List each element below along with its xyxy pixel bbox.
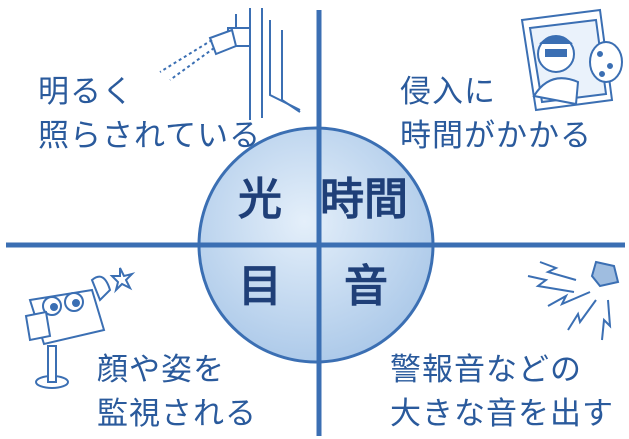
spotlight-icon [159, 8, 301, 120]
burglar-at-window-icon [520, 8, 623, 112]
center-label-light: 光 [238, 174, 282, 225]
security-camera-icon [24, 267, 136, 389]
center-label-sound: 音 [344, 261, 388, 312]
quadrant-bottom-right-line1: 警報音などの [390, 352, 582, 388]
quadrant-bottom-left-line1: 顔や姿を [97, 352, 225, 388]
alarm-siren-icon [527, 260, 620, 341]
quadrant-top-right-text: 侵入に 時間がかかる [400, 70, 592, 158]
quadrant-bottom-right-text: 警報音などの 大きな音を出す [390, 348, 614, 436]
quadrant-top-left-line2: 照らされている [38, 118, 262, 154]
quadrant-bottom-left-text: 顔や姿を 監視される [97, 348, 257, 436]
quadrant-top-left-text: 明るく 照らされている [38, 70, 261, 158]
quadrant-top-right-line2: 時間がかかる [400, 118, 592, 154]
quadrant-top-left-line1: 明るく [38, 74, 134, 110]
quadrant-bottom-right-line2: 大きな音を出す [390, 396, 614, 432]
quadrant-bottom-left-line2: 監視される [97, 396, 257, 432]
center-label-eye: 目 [238, 261, 282, 312]
center-label-time: 時間 [320, 174, 408, 225]
quadrant-top-right-line1: 侵入に [400, 74, 496, 110]
